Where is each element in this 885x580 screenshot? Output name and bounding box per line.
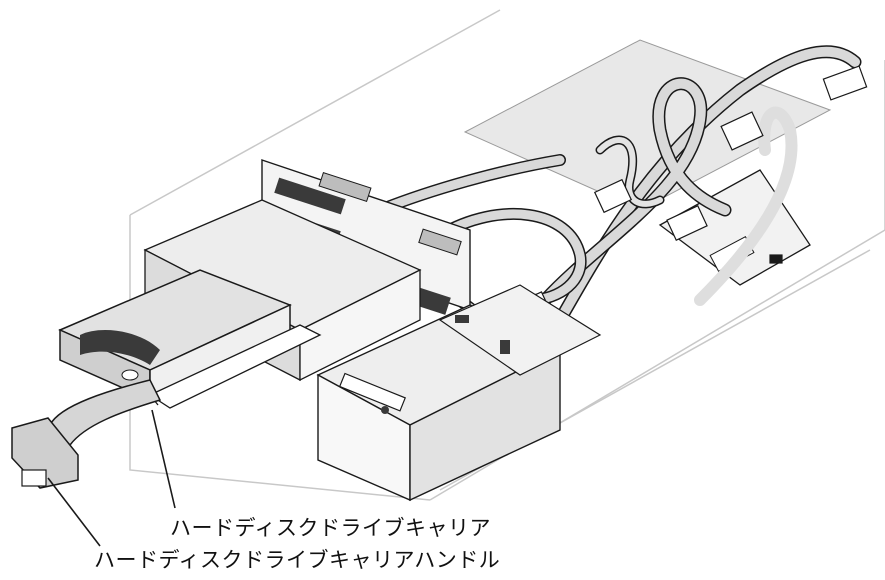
cable-tray-plate <box>463 39 832 211</box>
interface-cables <box>294 45 862 327</box>
carrier-leader-line <box>151 409 176 509</box>
callout-leaders <box>47 409 176 547</box>
handle-callout-label: ハードディスクドライブキャリアハンドル <box>94 548 501 572</box>
handle-leader-line <box>47 477 101 547</box>
interface-board <box>438 284 602 376</box>
hard-disk-drive-carrier-handle <box>11 379 162 489</box>
hard-disk-drive <box>58 269 292 402</box>
carrier-callout-label: ハードディスクドライブキャリア <box>170 516 492 540</box>
